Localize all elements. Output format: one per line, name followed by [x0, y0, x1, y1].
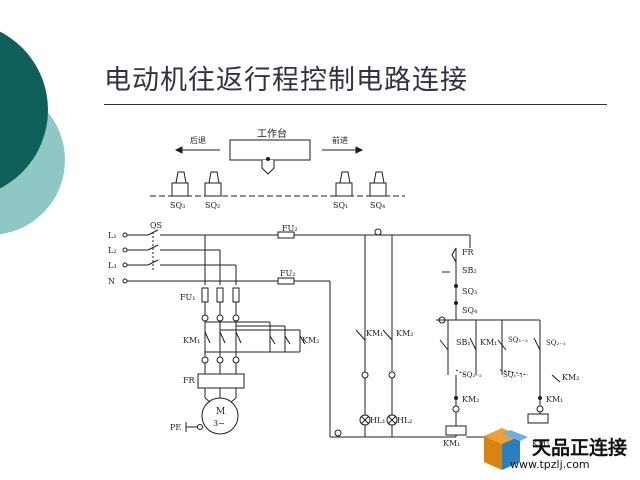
control-circuit: FR SB₂ SQ₃ SQ₄ SB₁ KM₁ SQ₁₋₂ SQ₂₋₁: [436, 247, 579, 448]
ctrl-sq1-1-label: SQ₁₋₁: [503, 371, 523, 379]
ground-label: PE: [170, 423, 181, 432]
lamp-km2-label: KM₂: [396, 329, 413, 338]
switch-label-sq4: SQ₄: [370, 201, 385, 210]
brand-name: 天品正连接: [532, 437, 628, 459]
fuse-ctrl-1: [277, 231, 295, 239]
limit-switch-sq2: [204, 171, 222, 197]
decor-circle-dark: [0, 31, 48, 189]
coil-km1: [445, 425, 467, 436]
terminal-n: [122, 278, 128, 284]
overload-relay: [197, 373, 245, 389]
right-direction-label: 前进: [332, 135, 348, 145]
km2-main-label: KM₂: [302, 336, 319, 345]
lamp-circuit: KM₁ KM₂ HL₁ HL₂: [334, 228, 413, 437]
worktable-cam-dot: [266, 157, 270, 161]
line-label-l3: L₃: [108, 261, 117, 270]
lamp-hl2-label: HL₂: [397, 416, 413, 425]
fuse-ctrl-label-2: FU₂: [280, 269, 296, 278]
terminal-l2: [122, 247, 128, 253]
left-direction-label: 后退: [190, 135, 206, 145]
overload-label: FR: [183, 376, 196, 385]
mechanism: 工作台 后退 前进: [150, 127, 405, 210]
limit-switch-sq4: [369, 171, 387, 197]
ctrl-km2-coil-label: KM₂: [462, 395, 479, 404]
worktable-label: 工作台: [257, 127, 287, 140]
worktable: [229, 139, 311, 161]
left-arrowhead: [174, 146, 183, 154]
brand-url: www.tpzlj.com: [510, 458, 590, 471]
ctrl-km1-label: KM₁: [546, 395, 563, 404]
lamp-km1-label: KM₁: [366, 329, 383, 338]
motor-sub-label: 3~: [213, 419, 225, 428]
line-label-n: N: [108, 277, 115, 286]
limit-switch-sq1: [335, 171, 353, 197]
fuse-main-3: [232, 287, 240, 303]
ctrl-sq1-2-label: SQ₁₋₂: [508, 336, 528, 344]
ctrl-sq2-1-label: SQ₂₋₁: [546, 339, 566, 347]
breaker-blade-3: [147, 259, 159, 266]
terminal-l1: [122, 232, 128, 238]
ctrl-fr-label: FR: [462, 248, 475, 257]
ctrl-sq4-label: SQ₄: [462, 306, 477, 315]
ctrl-sq2-2-label: SQ₂₋₂: [462, 371, 482, 379]
ctrl-km1-bottom-label: KM₁: [443, 439, 460, 448]
worktable-cam: [261, 160, 275, 175]
terminal-l3: [122, 262, 128, 268]
fuse-main-1: [201, 287, 209, 303]
limit-switch-sq3: [171, 171, 189, 197]
coil-km2: [527, 413, 549, 424]
switch-label-sq2: SQ₂: [205, 201, 220, 210]
fuse-main-2: [216, 287, 224, 303]
ctrl-km2-label: KM₂: [562, 373, 579, 382]
lamp-hl1: [359, 414, 371, 426]
line-label-l1: L₁: [108, 231, 117, 240]
ctrl-sq3-label: SQ₃: [462, 287, 477, 296]
brand-logo: [484, 428, 528, 470]
motor-label: M: [216, 407, 225, 417]
breaker-label: QS: [150, 221, 162, 230]
km1-main-label: KM₁: [183, 336, 200, 345]
motor: [201, 397, 239, 435]
right-arrowhead: [355, 146, 364, 154]
ctrl-sb1-label: SB₁: [456, 338, 471, 347]
fuse-main-label: FU₁: [180, 293, 196, 302]
ctrl-sb2-label: SB₂: [462, 266, 477, 275]
fuse-ctrl-label-1: FU₂: [282, 224, 298, 233]
line-label-l2: L₂: [108, 246, 117, 255]
title-rule: [104, 104, 607, 105]
fuse-ctrl-2: [277, 277, 295, 285]
lamp-hl1-label: HL₁: [370, 416, 386, 425]
switch-label-sq3: SQ₃: [170, 201, 185, 210]
breaker-blade-2: [147, 244, 159, 251]
switch-label-sq1: SQ₁: [333, 201, 348, 210]
ctrl-km2-bottom-label: KM₂: [532, 439, 549, 448]
main-circuit: L₁ L₂ L₃ N QS FU₂: [108, 221, 471, 438]
lamp-hl2: [386, 414, 398, 426]
slide-title: 电动机往返行程控制电路连接: [104, 65, 468, 96]
ctrl-km1-aux-label: KM₁: [480, 338, 497, 347]
